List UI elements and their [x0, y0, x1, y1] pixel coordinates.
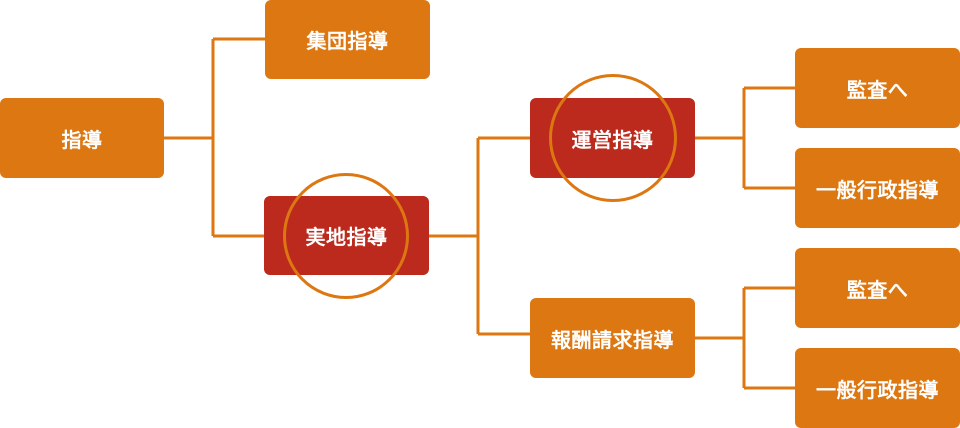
node-to-audit-1: 監査へ	[795, 48, 960, 128]
node-guidance: 指導	[0, 98, 164, 178]
node-to-audit-2: 監査へ	[795, 248, 960, 328]
node-guidance-label: 指導	[61, 127, 103, 152]
node-fee-claim-guidance-label: 報酬請求指導	[551, 327, 674, 352]
node-group-guidance-label: 集団指導	[306, 29, 389, 53]
node-fee-claim-guidance: 報酬請求指導	[530, 298, 695, 378]
node-general-admin-guidance-2: 一般行政指導	[795, 348, 960, 428]
node-onsite-guidance: 実地指導	[264, 196, 429, 275]
node-operation-guidance-label: 運営指導	[571, 127, 654, 152]
node-to-audit-2-label: 監査へ	[846, 277, 909, 302]
node-onsite-guidance-label: 実地指導	[305, 225, 388, 249]
node-general-admin-guidance-2-label: 一般行政指導	[816, 377, 939, 402]
node-to-audit-1-label: 監査へ	[846, 77, 909, 102]
node-general-admin-guidance-1: 一般行政指導	[795, 148, 960, 228]
node-group-guidance: 集団指導	[265, 0, 430, 79]
node-operation-guidance: 運営指導	[530, 98, 695, 178]
node-general-admin-guidance-1-label: 一般行政指導	[816, 177, 939, 202]
